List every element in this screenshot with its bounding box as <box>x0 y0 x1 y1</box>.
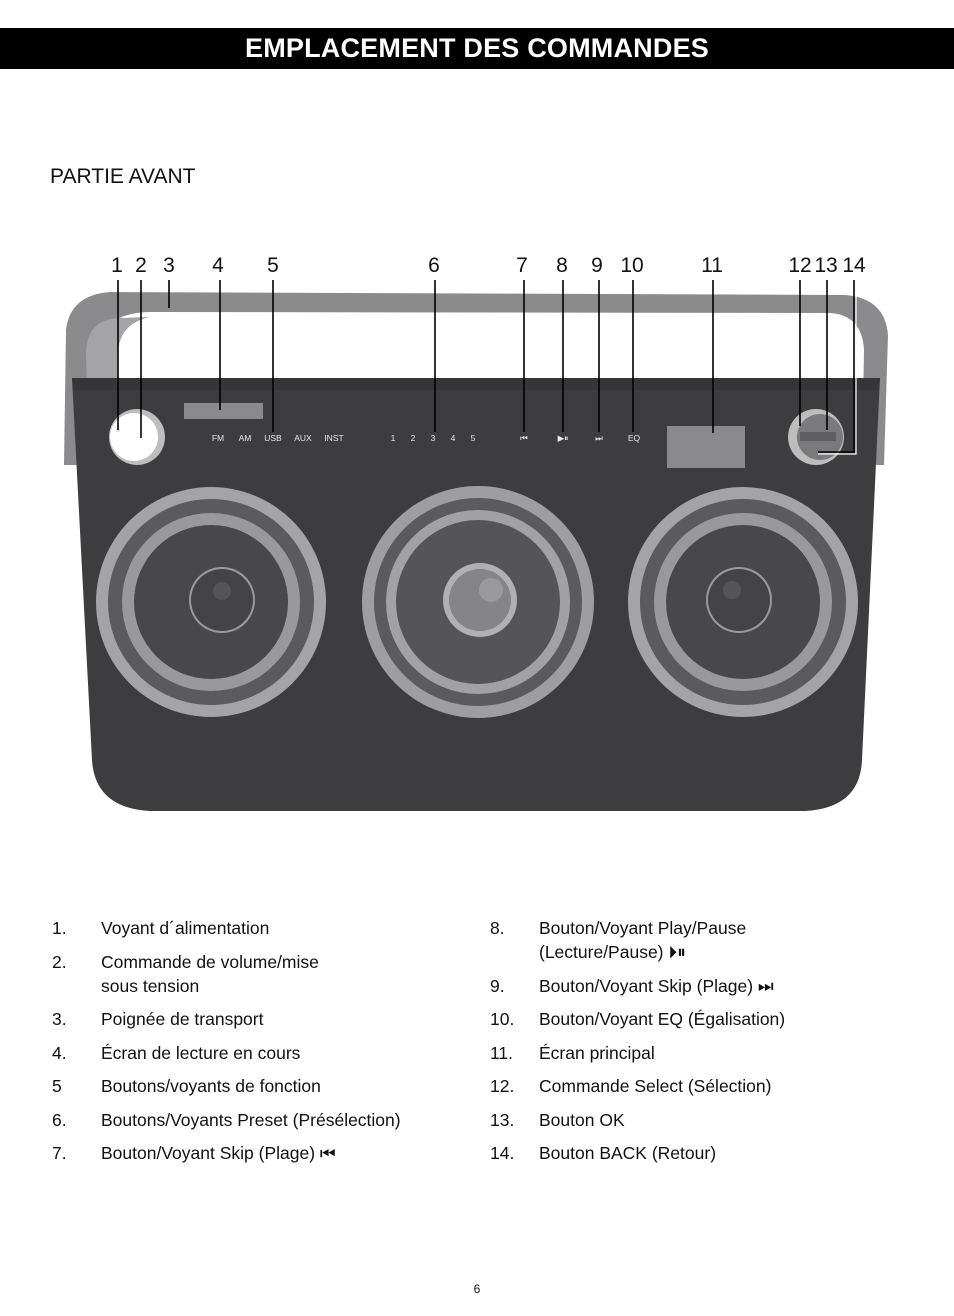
skip-back-label[interactable]: ⏮ <box>520 433 528 443</box>
item-text: Bouton/Voyant Skip (Plage) ⏮ <box>101 1143 336 1163</box>
preset-label-1[interactable]: 1 <box>391 433 396 443</box>
item-number: 12. <box>490 1076 515 1096</box>
leader-lines-light <box>818 280 857 455</box>
preset-label-3[interactable]: 3 <box>431 433 436 443</box>
item-text: Boutons/voyants de fonction <box>101 1076 321 1096</box>
function-label-inst[interactable]: INST <box>324 433 343 443</box>
list-item: 5 Boutons/voyants de fonction <box>52 1074 472 1098</box>
item-number: 7. <box>52 1143 67 1163</box>
callout-2: 2 <box>135 254 147 277</box>
item-number: 3. <box>52 1009 67 1029</box>
main-screen <box>667 426 745 468</box>
list-item: 12. Commande Select (Sélection) <box>490 1074 930 1098</box>
callout-5: 5 <box>267 254 279 277</box>
callout-12: 12 <box>788 254 811 277</box>
item-text: Boutons/Voyants Preset (Présélection) <box>101 1109 401 1130</box>
list-item: 13. Bouton OK <box>490 1108 930 1132</box>
body-top-shade <box>72 378 880 390</box>
item-number: 8. <box>490 918 505 938</box>
callout-13: 13 <box>814 254 837 277</box>
item-number: 6. <box>52 1109 67 1130</box>
item-number: 13. <box>490 1109 515 1130</box>
item-number: 4. <box>52 1042 67 1063</box>
item-text: Bouton BACK (Retour) <box>539 1143 717 1163</box>
legend-list-left: 1. Voyant d´alimentation 2. Commande de … <box>52 916 472 1175</box>
list-item: 7. Bouton/Voyant Skip (Plage) ⏮ <box>52 1141 472 1165</box>
item-number: 1. <box>52 918 67 938</box>
item-text: Bouton/Voyant Play/Pause <box>539 918 747 938</box>
carry-handle <box>64 292 888 465</box>
callout-4: 4 <box>212 254 224 277</box>
item-text: Écran principal <box>539 1042 655 1063</box>
item-text: Commande Select (Sélection) <box>539 1076 772 1096</box>
section-title: PARTIE AVANT <box>50 165 196 188</box>
item-text: Bouton OK <box>539 1109 625 1130</box>
callout-6: 6 <box>428 254 440 277</box>
item-number: 14. <box>490 1143 515 1163</box>
callout-8: 8 <box>556 254 568 277</box>
leader-lines <box>117 280 855 453</box>
item-number: 5 <box>52 1076 62 1096</box>
callout-11: 11 <box>701 254 723 277</box>
callout-9: 9 <box>591 254 603 277</box>
preset-label-2[interactable]: 2 <box>411 433 416 443</box>
list-item: 9. Bouton/Voyant Skip (Plage) ⏭ <box>490 974 930 998</box>
boombox-diagram: FM AM USB AUX INST 1 2 3 4 5 ⏮ ▶⏸ ⏭ EQ <box>64 254 888 811</box>
list-item: 6. Boutons/Voyants Preset (Présélection) <box>52 1108 472 1132</box>
item-number: 2. <box>52 951 67 972</box>
item-text: Bouton/Voyant Skip (Plage) ⏭ <box>539 975 774 996</box>
select-knob[interactable] <box>788 409 844 465</box>
callout-14: 14 <box>842 254 866 277</box>
list-item: 14. Bouton BACK (Retour) <box>490 1141 930 1165</box>
speaker-center <box>362 486 594 718</box>
list-item: 1. Voyant d´alimentation <box>52 916 472 940</box>
function-label-aux[interactable]: AUX <box>294 433 312 443</box>
function-label-usb[interactable]: USB <box>264 433 282 443</box>
speaker-left <box>96 487 326 717</box>
function-label-am[interactable]: AM <box>239 433 252 443</box>
item-text-continued: sous tension <box>101 975 200 996</box>
list-item: 2. Commande de volume/mise sous tension <box>52 950 472 998</box>
callout-1: 1 <box>111 254 123 277</box>
item-number: 11. <box>490 1042 514 1063</box>
speaker-right <box>628 487 858 717</box>
list-item: 10. Bouton/Voyant EQ (Égalisation) <box>490 1007 930 1031</box>
item-text: Bouton/Voyant EQ (Égalisation) <box>539 1009 786 1029</box>
list-item: 8. Bouton/Voyant Play/Pause (Lecture/Pau… <box>490 916 930 964</box>
callout-7: 7 <box>516 254 528 277</box>
item-text: Voyant d´alimentation <box>101 918 270 938</box>
preset-label-4[interactable]: 4 <box>451 433 456 443</box>
function-label-fm[interactable]: FM <box>212 433 224 443</box>
item-text: Poignée de transport <box>101 1009 264 1029</box>
list-item: 4. Écran de lecture en cours <box>52 1041 472 1065</box>
now-playing-screen <box>184 403 263 419</box>
item-text: Écran de lecture en cours <box>101 1042 301 1063</box>
volume-knob[interactable] <box>109 409 165 465</box>
item-text: Commande de volume/mise <box>101 951 319 972</box>
item-text-continued: (Lecture/Pause) ⏵⏸ <box>539 942 686 962</box>
callout-10: 10 <box>620 254 643 277</box>
list-item: 11. Écran principal <box>490 1041 930 1065</box>
item-number: 9. <box>490 975 505 996</box>
eq-label[interactable]: EQ <box>628 433 641 443</box>
preset-label-5[interactable]: 5 <box>471 433 476 443</box>
item-number: 10. <box>490 1009 515 1029</box>
callout-3: 3 <box>163 254 175 277</box>
page-number: 6 <box>473 1282 481 1296</box>
header-bar: EMPLACEMENT DES COMMANDES <box>0 28 954 69</box>
page-title: EMPLACEMENT DES COMMANDES <box>244 33 709 63</box>
list-item: 3. Poignée de transport <box>52 1007 472 1031</box>
skip-forward-label[interactable]: ⏭ <box>595 433 603 443</box>
play-pause-label[interactable]: ▶⏸ <box>558 433 569 443</box>
legend-list-right: 8. Bouton/Voyant Play/Pause (Lecture/Pau… <box>490 916 930 1175</box>
